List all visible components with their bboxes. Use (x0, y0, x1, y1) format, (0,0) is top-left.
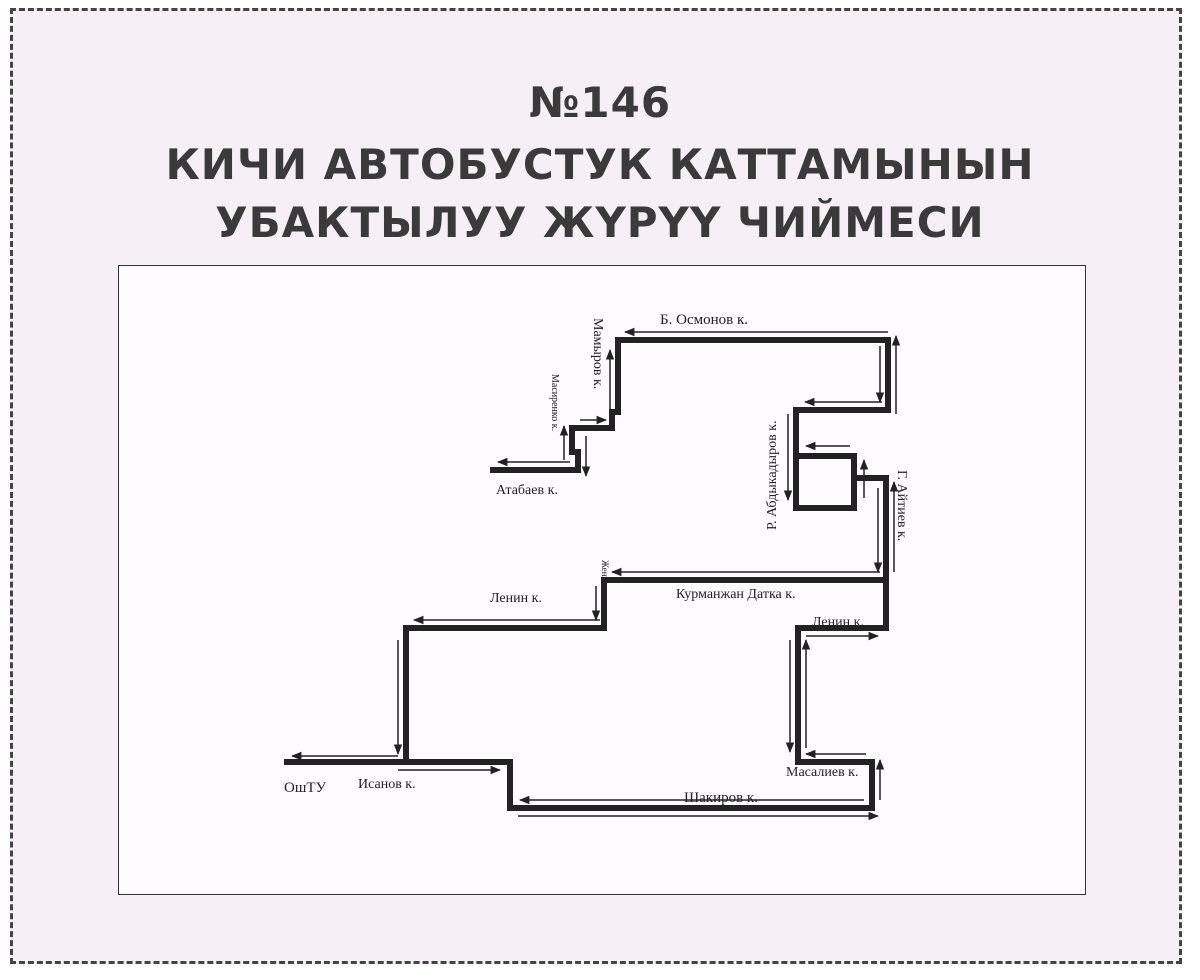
label-kurmanzhan: Курманжан Датка к. (676, 587, 796, 602)
label-oshtu: ОшТУ (284, 780, 327, 796)
title-line-1: КИЧИ АВТОБУСТУК КАТТАМЫНЫН (165, 140, 1035, 189)
label-mamyrov: Мамыров к. (590, 318, 605, 389)
label-aitiev: Г. Айтиев к. (894, 470, 909, 541)
title-line-2: УБАКТЫЛУУ ЖҮРҮҮ ЧИЙМЕСИ (215, 198, 985, 247)
label-lenin-right: Ленин к. (812, 615, 864, 630)
direction-arrows (290, 327, 901, 821)
label-masaliev: Масалиев к. (786, 765, 859, 780)
label-shakirov: Шакиров к. (684, 790, 758, 806)
label-atabaev: Атабаев к. (496, 483, 558, 498)
label-osmonov: Б. Осмонов к. (660, 312, 748, 328)
label-masirenko: Масиренко к. (549, 374, 560, 431)
label-zhenish: Жениш к. (600, 560, 610, 597)
label-isanov: Исанов к. (358, 777, 416, 792)
route-number: №146 (528, 78, 672, 127)
route-line (284, 337, 891, 811)
label-lenin-left: Ленин к. (490, 591, 542, 606)
label-abdykadyrov: Р. Абдыкадыров к. (765, 421, 780, 530)
